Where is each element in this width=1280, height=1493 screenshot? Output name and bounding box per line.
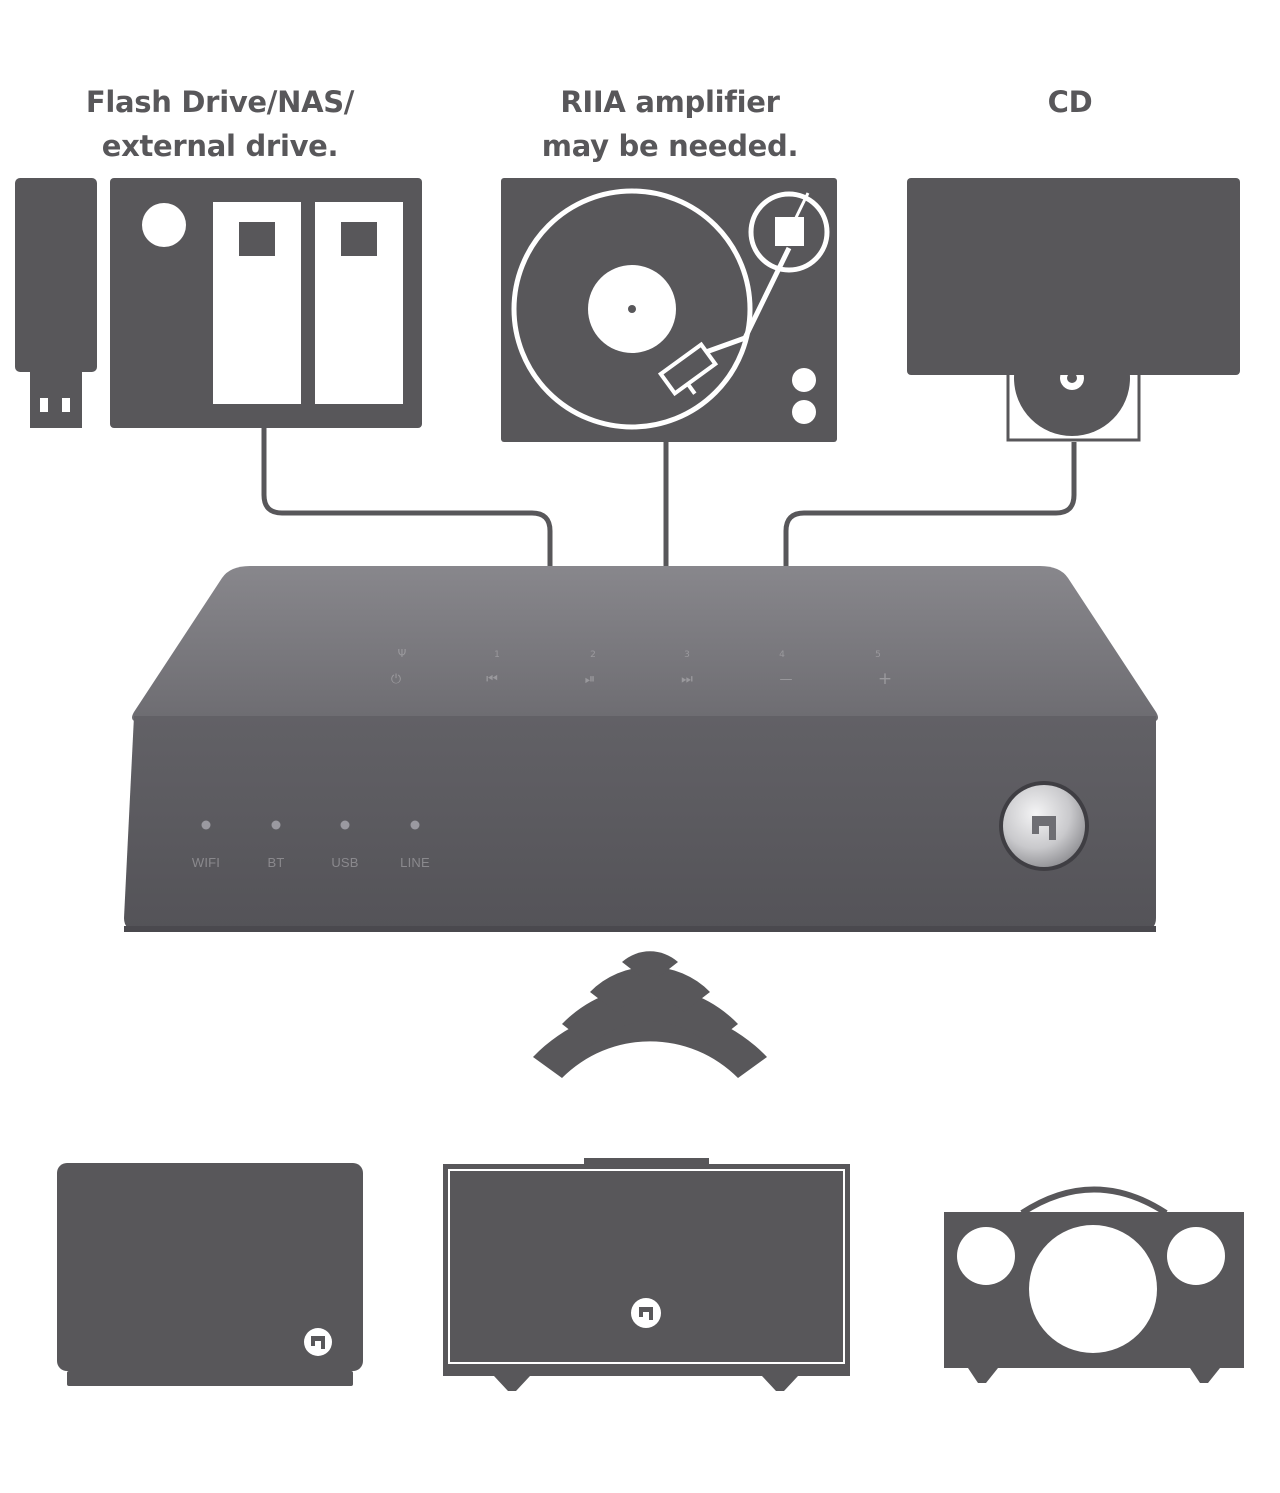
next-button[interactable]: ⏭ [681,672,693,687]
brand-logo-icon [1032,816,1056,840]
led-label-line: LINE [400,855,430,870]
connection-wires [261,428,1077,568]
speaker-large-icon [944,1186,1244,1383]
led-wifi [201,820,211,830]
hub-front-panel [124,716,1156,930]
turntable-icon [501,178,837,442]
cd-player-icon [907,178,1240,442]
turntable-label: RIIA amplifier may be needed. [480,80,860,168]
led-bt [271,820,281,830]
cd-label: CD [980,80,1160,124]
hub-control-knob[interactable] [999,781,1089,871]
speaker-medium-icon [443,1158,850,1391]
cd-label-line1: CD [1047,85,1093,119]
usb-flash-drive-icon [15,178,97,428]
touch-preset-3[interactable]: 3 [684,650,690,660]
led-line [410,820,420,830]
streaming-hub: Ψ 1 2 3 4 5 ⏻ ⏮ ⏯ ⏭ — + WIFI BT [124,566,1158,932]
volume-down-button[interactable]: — [780,672,793,687]
wire-cd [783,442,1077,568]
hub-top-panel [132,566,1158,722]
led-label-bt: BT [267,855,284,870]
drive-label: Flash Drive/NAS/ external drive. [40,80,400,168]
touch-preset-5[interactable]: 5 [875,650,881,660]
drive-label-line1: Flash Drive/NAS/ [85,85,355,119]
touch-preset-2[interactable]: 2 [590,650,596,660]
turntable-label-line2: may be needed. [541,129,799,163]
play-pause-button[interactable]: ⏯ [585,672,595,687]
previous-button[interactable]: ⏮ [486,672,498,687]
power-button[interactable]: ⏻ [391,672,401,687]
wireless-signal-icon [533,951,767,1078]
hub-touch-controls: Ψ 1 2 3 4 5 ⏻ ⏮ ⏯ ⏭ — + [391,647,892,689]
speaker-small-icon [57,1163,363,1386]
led-label-wifi: WIFI [192,855,220,870]
hub-leds: WIFI BT USB LINE [192,820,430,870]
touch-preset-4[interactable]: 4 [779,650,785,660]
touch-control-input[interactable]: Ψ [398,647,407,660]
drive-label-line2: external drive. [101,129,339,163]
volume-up-button[interactable]: + [878,669,892,689]
led-label-usb: USB [331,855,358,870]
turntable-label-line1: RIIA amplifier [560,85,780,119]
touch-preset-1[interactable]: 1 [494,650,500,660]
wire-drive [261,428,553,568]
nas-drive-icon [110,178,422,428]
led-usb [340,820,350,830]
